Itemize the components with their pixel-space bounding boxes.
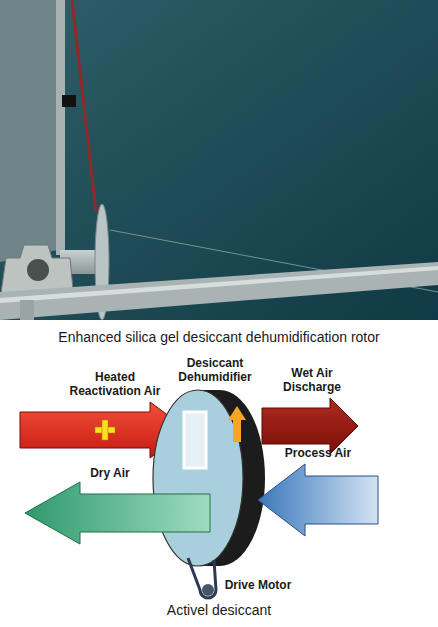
diagram-caption: Activel desiccant (4, 602, 434, 619)
dehumidifier-wheel: Desiccant Dehumidifier (165, 356, 265, 568)
air-label: Dry Air (70, 466, 150, 480)
part-label: Drive Motor (218, 578, 298, 592)
air-label: Wet Air Discharge (275, 366, 350, 394)
photo-caption: Enhanced silica gel desiccant dehumidifi… (4, 329, 434, 346)
air-label: Heated Reactivation Air (60, 370, 170, 398)
wheel-heading: Desiccant Dehumidifier (165, 356, 265, 384)
air-label: Process Air (273, 446, 363, 460)
